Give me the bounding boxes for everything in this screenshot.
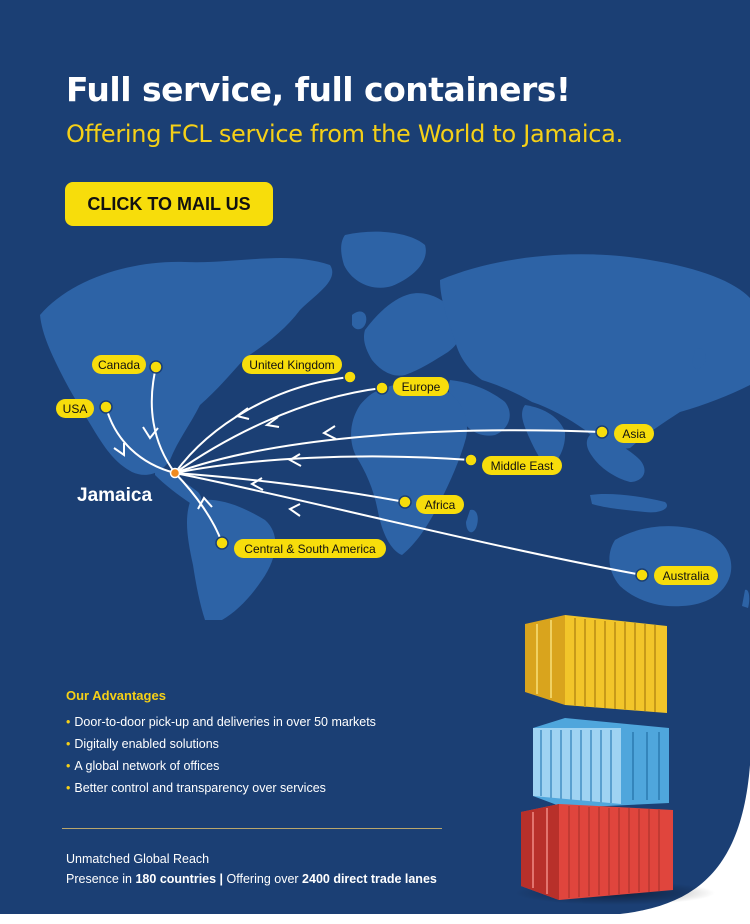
hub-label: Jamaica	[77, 485, 152, 506]
label-united-kingdom: United Kingdom	[242, 355, 342, 374]
dot-uk-icon	[343, 370, 357, 384]
page-subtitle: Offering FCL service from the World to J…	[66, 120, 623, 148]
svg-text:Middle East: Middle East	[491, 459, 554, 473]
svg-text:Canada: Canada	[98, 358, 140, 372]
list-item: •Digitally enabled solutions	[66, 737, 219, 751]
section-divider	[62, 828, 442, 829]
list-item: •Better control and transparency over se…	[66, 781, 326, 795]
advantages-title: Our Advantages	[66, 688, 166, 703]
advantages-list: •Door-to-door pick-up and deliveries in …	[66, 714, 376, 802]
bullet-icon: •	[66, 781, 71, 795]
arrow-middle-east-icon	[287, 453, 302, 467]
arrow-central-south-america-icon	[197, 496, 213, 510]
dot-usa-icon	[99, 400, 113, 414]
shipping-containers-illustration	[515, 615, 715, 905]
reach-stats: Presence in 180 countries | Offering ove…	[66, 872, 437, 886]
label-usa: USA	[56, 399, 94, 418]
svg-text:Central & South America: Central & South America	[244, 542, 376, 556]
dot-central-south-america-icon	[215, 536, 229, 550]
route-central-south-america	[174, 472, 223, 544]
bullet-icon: •	[66, 759, 71, 773]
route-canada	[150, 366, 176, 474]
countries-count: 180 countries	[135, 872, 217, 886]
mail-us-button[interactable]: CLICK TO MAIL US	[65, 182, 273, 226]
svg-text:Europe: Europe	[402, 380, 441, 394]
dot-middle-east-icon	[464, 453, 478, 467]
svg-text:Australia: Australia	[663, 569, 710, 583]
label-asia: Asia	[614, 424, 654, 443]
list-item: •Door-to-door pick-up and deliveries in …	[66, 715, 376, 729]
dot-africa-icon	[398, 495, 412, 509]
label-middle-east: Middle East	[482, 456, 562, 475]
arrow-canada-icon	[142, 426, 159, 440]
arrow-asia-icon	[321, 425, 337, 440]
route-arrows	[113, 407, 337, 517]
svg-text:Asia: Asia	[622, 427, 646, 441]
arrow-europe-icon	[264, 416, 280, 428]
page-title: Full service, full containers!	[66, 70, 571, 109]
blue-container-icon	[533, 718, 669, 808]
destination-labels: Canada USA United Kingdom Europe Asia Mi…	[56, 355, 718, 585]
dot-australia-icon	[635, 568, 649, 582]
route-usa	[105, 406, 176, 474]
dot-canada-icon	[149, 360, 163, 374]
route-middle-east	[174, 455, 472, 474]
bullet-icon: •	[66, 715, 71, 729]
arrow-australia-icon	[288, 503, 301, 517]
destination-dots	[99, 360, 649, 582]
red-container-icon	[521, 804, 673, 900]
label-central-south-america: Central & South America	[234, 539, 386, 558]
arrow-africa-icon	[249, 477, 264, 491]
trade-lanes-count: 2400 direct trade lanes	[302, 872, 437, 886]
route-australia	[174, 472, 643, 576]
hub-jamaica-icon	[169, 467, 181, 479]
yellow-container-icon	[525, 615, 667, 713]
world-map: Jamaica Canada USA United Kingdom Europe	[40, 231, 750, 620]
route-europe	[174, 387, 383, 474]
arrow-usa-icon	[113, 443, 125, 457]
label-canada: Canada	[92, 355, 146, 374]
label-africa: Africa	[416, 495, 464, 514]
reach-title: Unmatched Global Reach	[66, 852, 210, 866]
dot-asia-icon	[595, 425, 609, 439]
route-uk	[174, 376, 351, 474]
list-item: •A global network of offices	[66, 759, 220, 773]
arrow-uk-icon	[234, 407, 250, 420]
route-africa	[174, 472, 406, 503]
bullet-icon: •	[66, 737, 71, 751]
label-europe: Europe	[393, 377, 449, 396]
route-asia	[174, 429, 603, 474]
route-lines	[105, 366, 643, 576]
svg-text:Africa: Africa	[425, 498, 456, 512]
dot-europe-icon	[375, 381, 389, 395]
svg-text:United Kingdom: United Kingdom	[249, 358, 334, 372]
svg-text:USA: USA	[63, 402, 88, 416]
label-australia: Australia	[654, 566, 718, 585]
